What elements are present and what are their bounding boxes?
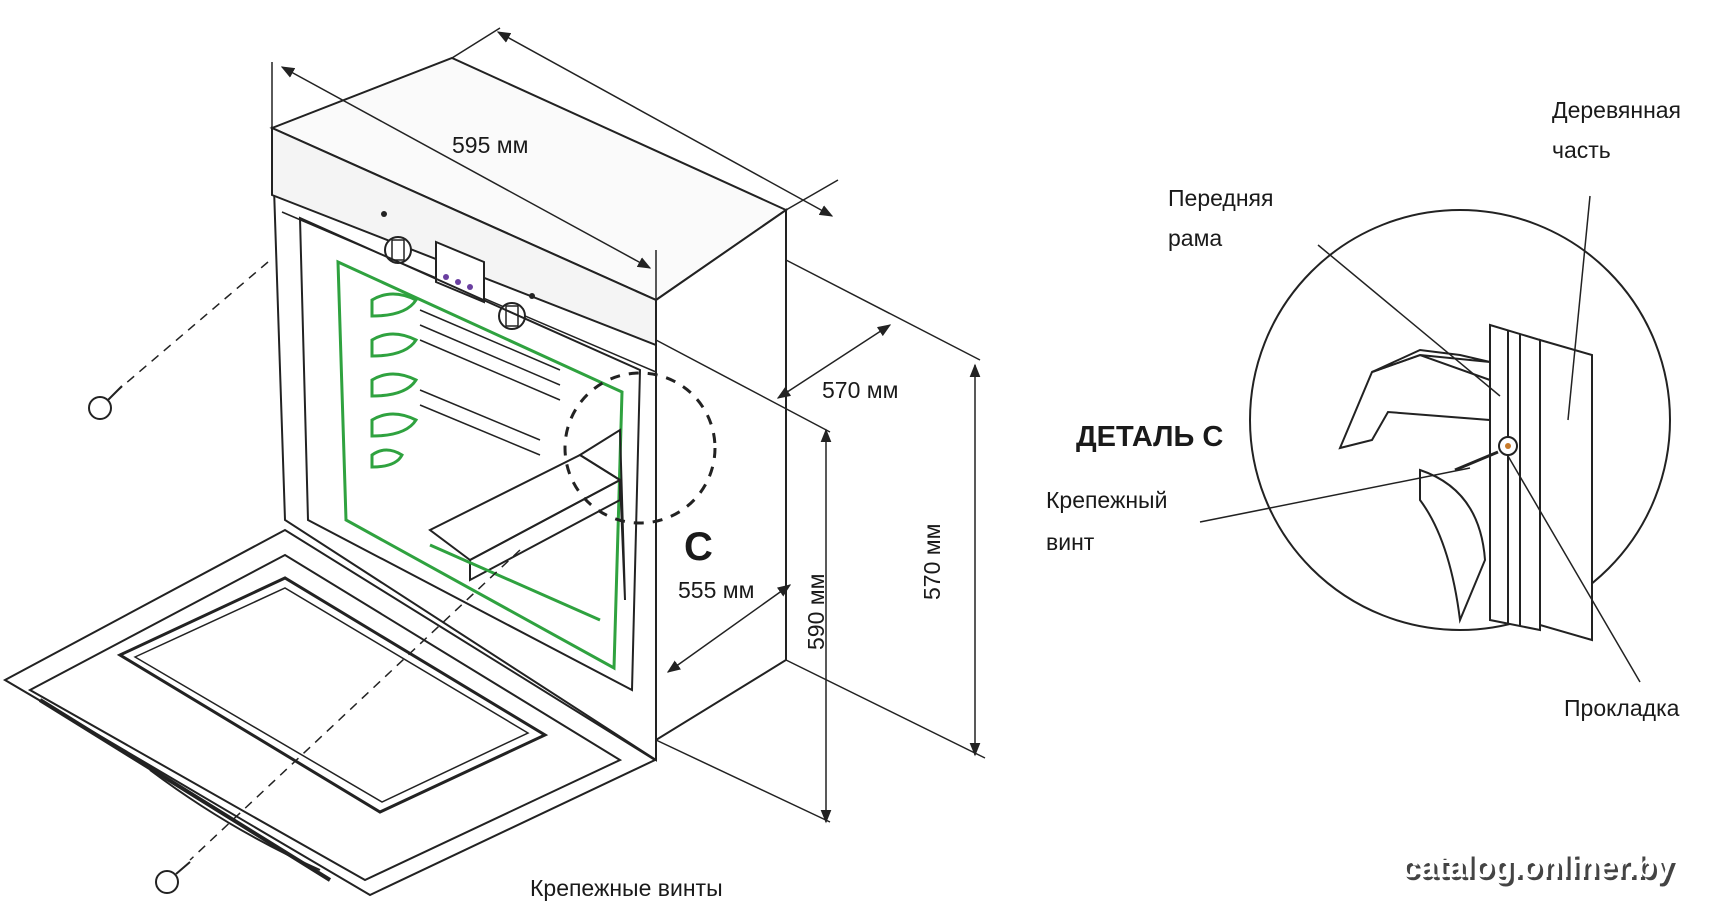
door-edge-curve: [1419, 468, 1487, 624]
leader-screw: [1199, 467, 1471, 523]
dim-570-height-label: 570 мм: [919, 524, 945, 600]
detail-c-marker: [563, 371, 717, 525]
display-dot-3: [467, 284, 473, 290]
front-frame-label: Передняя: [1168, 185, 1273, 211]
leader-front-frame: [1317, 244, 1501, 397]
panel-dot-2: [529, 293, 535, 299]
front-frame-shape: [1489, 323, 1541, 632]
leader-wooden-part: [1567, 195, 1591, 421]
dim-570-top-line: [496, 31, 834, 217]
dim-590-label: 590 мм: [803, 574, 829, 650]
watermark: catalog.onliner.by: [1401, 848, 1673, 884]
wooden-part-label-2: часть: [1552, 137, 1611, 163]
detail-c-circle: [1249, 209, 1671, 631]
side-racks: [370, 292, 419, 469]
dimension-lines: [271, 27, 986, 824]
detail-c-title: ДЕТАЛЬ С: [1076, 421, 1223, 453]
mounting-screw-top: [88, 385, 123, 420]
baking-tray: [428, 428, 626, 601]
leader-gasket: [1507, 455, 1641, 683]
watermark-shadow: catalog.onliner.by: [1404, 851, 1676, 887]
oven-side-panel: [1338, 353, 1491, 450]
gasket-label: Прокладка: [1564, 695, 1680, 721]
dim-555-label: 555 мм: [678, 577, 754, 603]
dim-555-line: [666, 584, 792, 673]
mounting-screw-bottom: [155, 861, 191, 894]
dim-570-side-line: [776, 324, 892, 399]
detail-c-view: [1199, 195, 1671, 683]
right-knob-grip: [505, 305, 519, 327]
panel-dot-1: [381, 211, 387, 217]
display-dot-1: [443, 274, 449, 280]
wooden-part-shape: [1539, 338, 1593, 642]
detail-screw: [1454, 436, 1518, 472]
screws-bottom-label: Крепежные винты: [530, 875, 723, 901]
screw-label-2: винт: [1046, 529, 1095, 555]
dim-570-depth-label: 570 мм: [822, 377, 898, 403]
front-frame-label-2: рама: [1168, 225, 1222, 251]
oven-interior: [298, 216, 642, 692]
detail-c-letter: C: [684, 525, 713, 569]
left-knob-grip: [391, 239, 405, 261]
screw-label: Крепежный: [1046, 487, 1167, 513]
screw-guide-lines: [117, 261, 521, 861]
dim-595-line: [280, 66, 652, 269]
oven-door: [2, 528, 658, 897]
display-dot-2: [455, 279, 461, 285]
wooden-part-label: Деревянная: [1552, 97, 1681, 123]
dim-595-label: 595 мм: [452, 132, 528, 158]
